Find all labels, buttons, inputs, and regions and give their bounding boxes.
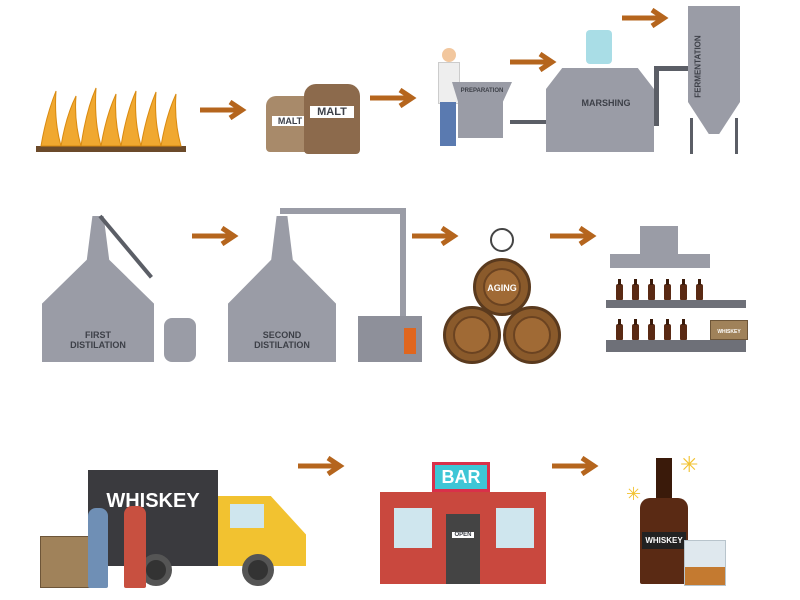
pipe bbox=[654, 66, 659, 126]
bottle bbox=[664, 319, 671, 340]
tank-stand bbox=[690, 118, 693, 154]
bottling-hood bbox=[640, 226, 678, 256]
arrow-right-icon bbox=[298, 456, 345, 476]
bottle bbox=[664, 279, 671, 300]
worker bbox=[124, 506, 146, 588]
preparation-machine: PREPARATION bbox=[452, 82, 512, 138]
bottle bbox=[632, 319, 639, 340]
malt-label: MALT bbox=[310, 106, 354, 118]
mashing-tank: MARSHING bbox=[546, 68, 654, 152]
arrow-right-icon bbox=[510, 52, 557, 72]
arrow-right-icon bbox=[622, 8, 669, 28]
bottle bbox=[648, 319, 655, 340]
truck-cargo: WHISKEY bbox=[88, 470, 218, 566]
tank-stand bbox=[735, 118, 738, 154]
pipe bbox=[400, 208, 406, 316]
aging-label: AGING bbox=[487, 283, 517, 293]
barrel bbox=[443, 306, 501, 364]
barrel: AGING bbox=[473, 258, 531, 316]
whiskey-crate: WHISKEY bbox=[710, 320, 748, 340]
sparkle-icon: ✳ bbox=[680, 452, 699, 477]
bar-sign-label: BAR bbox=[441, 467, 481, 487]
arrow-right-icon bbox=[552, 456, 599, 476]
second-still: SECOND DISTILATION bbox=[228, 216, 336, 362]
bottle bbox=[616, 279, 623, 300]
pipe bbox=[280, 208, 404, 214]
truck-label: WHISKEY bbox=[106, 490, 200, 512]
pipe bbox=[510, 120, 548, 124]
fermentation-label: FERMENTATION bbox=[693, 35, 703, 98]
bottle bbox=[616, 319, 623, 340]
bottling-head bbox=[610, 254, 710, 268]
bar-sign: BAR bbox=[432, 462, 490, 492]
bottle bbox=[632, 279, 639, 300]
worker bbox=[436, 48, 460, 148]
first-still: FIRST DISTILATION bbox=[42, 216, 154, 362]
bottle bbox=[680, 279, 687, 300]
bottle bbox=[648, 279, 655, 300]
arrow-right-icon bbox=[192, 226, 239, 246]
worker bbox=[88, 508, 108, 588]
pipe bbox=[654, 66, 688, 71]
bottle bbox=[696, 279, 703, 300]
collector bbox=[358, 316, 422, 362]
wheat-field-illustration bbox=[36, 87, 186, 152]
preparation-label: PREPARATION bbox=[460, 88, 504, 94]
whiskey-bottle: WHISKEY bbox=[640, 458, 688, 584]
condenser bbox=[164, 318, 196, 362]
bar-building: OPEN bbox=[380, 492, 546, 584]
malt-label: MALT bbox=[272, 116, 308, 126]
clock-icon bbox=[490, 228, 514, 252]
bottling-line bbox=[606, 340, 746, 352]
truck-wheel bbox=[242, 554, 274, 586]
bar-door[interactable]: OPEN bbox=[446, 514, 480, 584]
arrow-right-icon bbox=[412, 226, 459, 246]
second-distillation-label: SECOND DISTILATION bbox=[254, 330, 310, 350]
bottling-line bbox=[606, 300, 746, 308]
barrel bbox=[503, 306, 561, 364]
first-distillation-label: FIRST DISTILATION bbox=[70, 330, 126, 350]
bottle-label: WHISKEY bbox=[642, 532, 686, 549]
whiskey-glass bbox=[684, 540, 726, 586]
open-sign: OPEN bbox=[452, 532, 474, 538]
crate-label: WHISKEY bbox=[717, 329, 741, 335]
fermentation-tank: FERMENTATION bbox=[688, 6, 740, 134]
mashing-label: MARSHING bbox=[581, 98, 631, 108]
malt-bag: MALT bbox=[304, 84, 360, 154]
arrow-right-icon bbox=[550, 226, 597, 246]
arrow-right-icon bbox=[370, 88, 417, 108]
water-tank bbox=[586, 30, 612, 64]
sparkle-icon: ✳ bbox=[626, 484, 642, 504]
bottle bbox=[680, 319, 687, 340]
arrow-right-icon bbox=[200, 100, 247, 120]
